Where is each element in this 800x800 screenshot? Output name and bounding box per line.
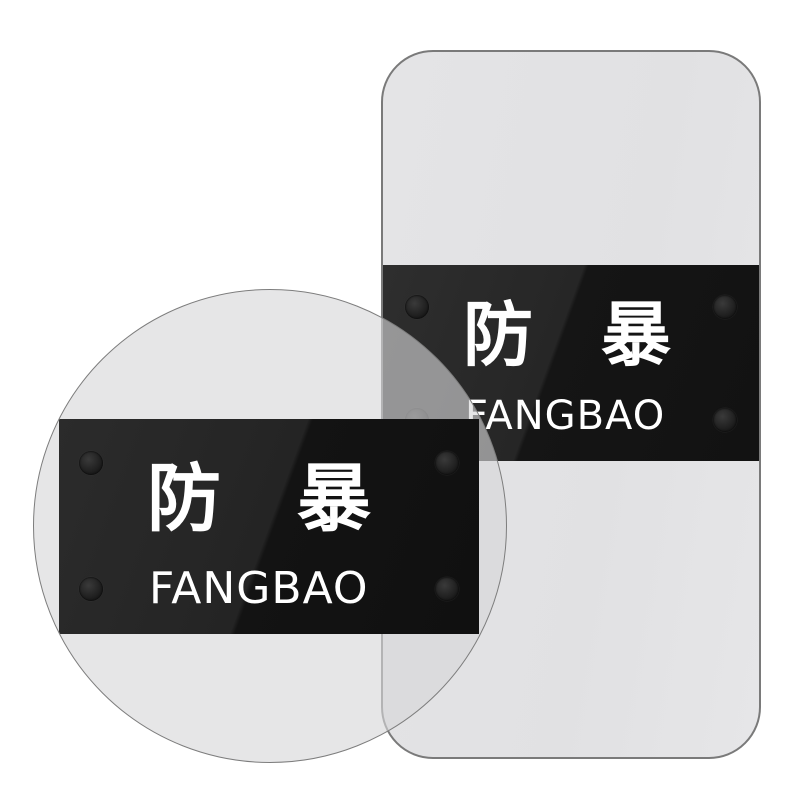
rivet-icon [435, 451, 459, 475]
rivet-icon [405, 295, 429, 319]
rivet-icon [79, 577, 103, 601]
rect-shield-zh-char-2: 暴 [601, 294, 671, 376]
round-shield-en-label: FANGBAO [149, 563, 369, 614]
round-shield-zh-char-2: 暴 [297, 456, 371, 542]
round-riot-shield: 防 暴 FANGBAO [33, 289, 507, 763]
rivet-icon [79, 451, 103, 475]
rivet-icon [435, 577, 459, 601]
round-shield-zh-char-1: 防 [147, 456, 221, 542]
rect-shield-en-label: FANGBAO [465, 393, 666, 439]
round-shield-label-band: 防 暴 FANGBAO [59, 419, 479, 634]
rivet-icon [713, 408, 737, 432]
rivet-icon [713, 295, 737, 319]
rect-shield-zh-char-1: 防 [463, 294, 533, 376]
